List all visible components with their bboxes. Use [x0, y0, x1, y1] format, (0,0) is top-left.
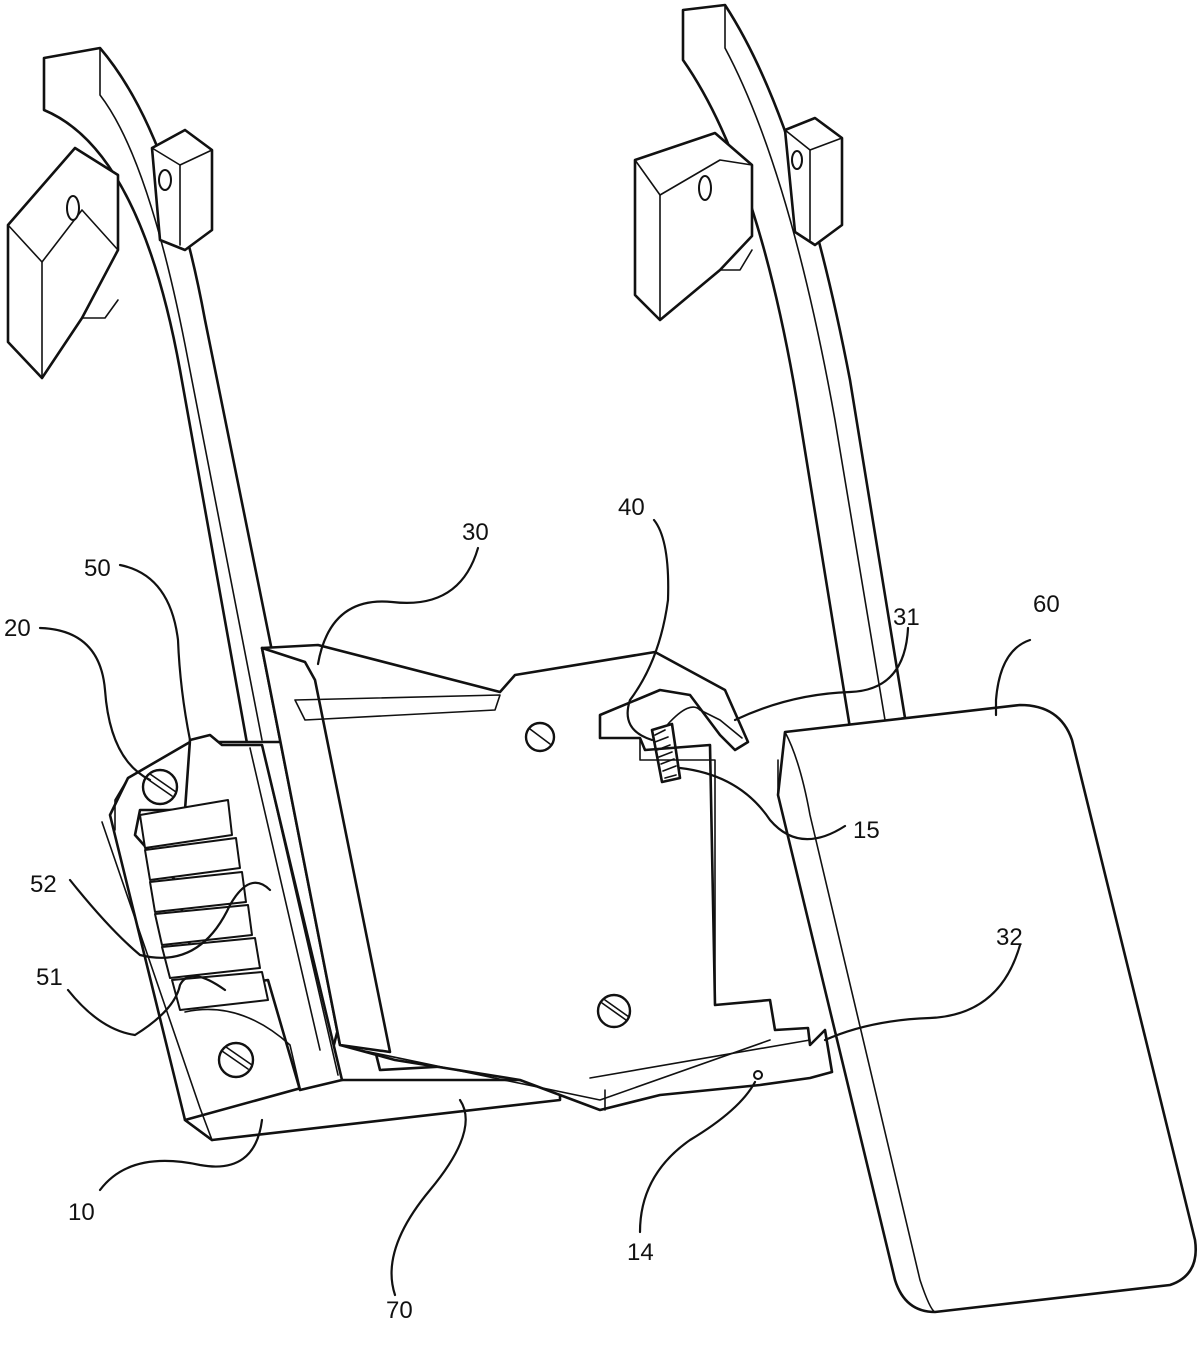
leader-32: [823, 943, 1022, 1042]
leader-31: [733, 626, 910, 722]
right-bracket-hole: [698, 175, 712, 201]
right-pedal-arm: [681, 3, 907, 730]
screw-top-left: [141, 768, 179, 806]
left-pivot-bushing: [150, 128, 214, 252]
label-14: 14: [627, 1239, 654, 1266]
label-70: 70: [386, 1297, 413, 1324]
screw-housing-bottom: [596, 993, 632, 1029]
leader-60: [994, 638, 1032, 717]
label-51: 51: [36, 964, 63, 991]
return-spring: [650, 706, 743, 784]
leader-15: [678, 766, 847, 841]
label-52: 52: [30, 871, 57, 898]
leader-70: [390, 1098, 467, 1297]
label-31: 31: [893, 604, 920, 631]
left-fin-stack: [139, 799, 301, 1089]
left-bracket-hole: [66, 195, 80, 221]
pivot-hole-14: [753, 1070, 763, 1080]
label-60: 60: [1033, 591, 1060, 618]
label-50: 50: [84, 555, 111, 582]
leader-10: [98, 1118, 264, 1192]
label-15: 15: [853, 817, 880, 844]
leader-20: [38, 626, 152, 782]
link-frame: [260, 643, 834, 1112]
label-20: 20: [4, 615, 31, 642]
pedal-pad: [776, 703, 1198, 1314]
screw-housing-top: [524, 721, 556, 753]
label-40: 40: [618, 494, 645, 521]
leader-lines: [38, 518, 1032, 1297]
leader-51: [66, 975, 227, 1037]
leader-50: [118, 563, 192, 742]
reference-numerals: 30 40 50 20 31 60 15 52 32 51 10 14 70: [4, 494, 1060, 1324]
left-mounting-bracket: [6, 146, 120, 380]
screw-bottom-left: [217, 1041, 255, 1079]
right-mounting-bracket: [633, 131, 754, 322]
leader-40: [626, 518, 670, 742]
leader-52: [68, 878, 272, 959]
right-pivot-bushing: [783, 116, 844, 247]
leader-30: [316, 546, 480, 666]
leader-14: [638, 1080, 757, 1234]
label-30: 30: [462, 519, 489, 546]
label-32: 32: [996, 924, 1023, 951]
label-10: 10: [68, 1199, 95, 1226]
